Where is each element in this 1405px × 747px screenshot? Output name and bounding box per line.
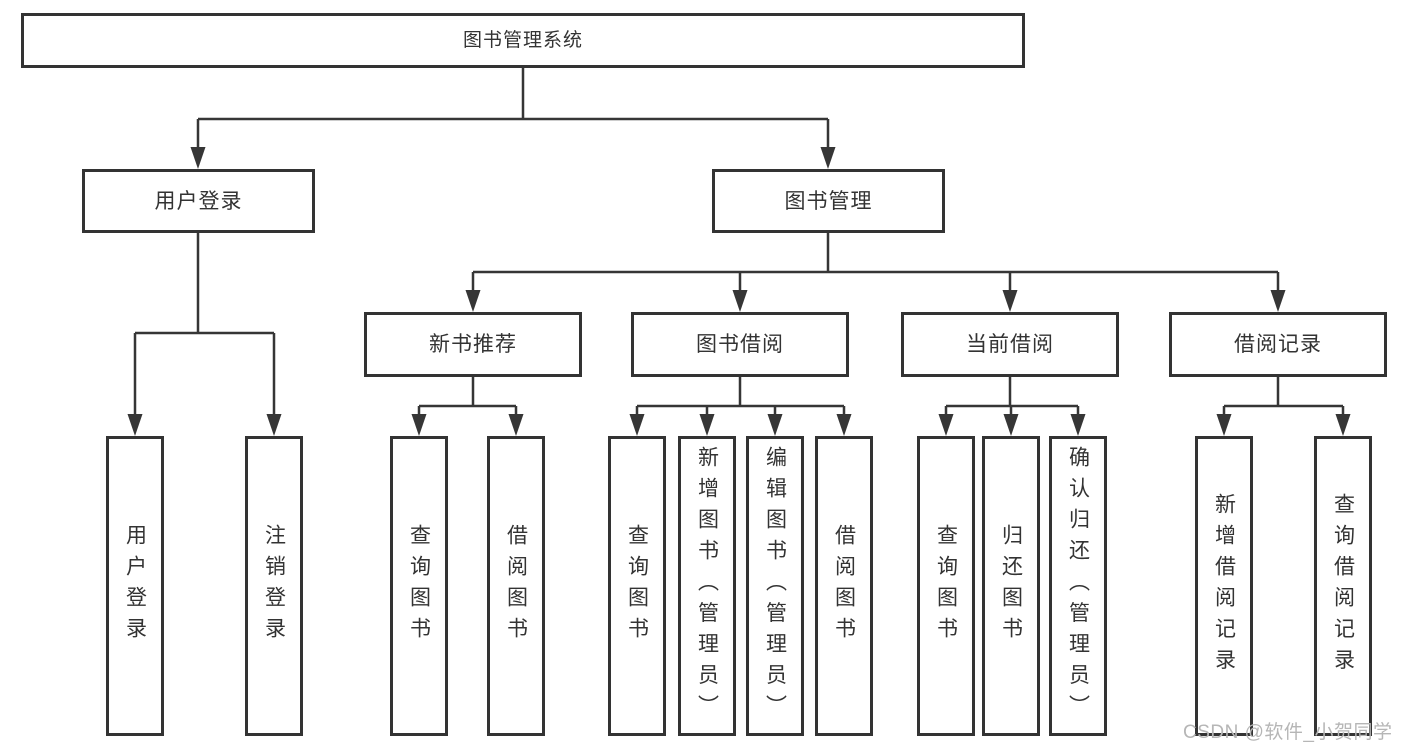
arrowhead-icons	[127, 147, 1351, 436]
leaf-borrow-books-newbook: 借阅图书	[487, 436, 545, 736]
leaf-query-books-borrowing: 查询图书	[608, 436, 666, 736]
node-label: 借阅记录	[1234, 333, 1322, 356]
node-user-login: 用户登录	[82, 169, 315, 233]
leaf-add-book-admin: 新增图书（管理员）	[678, 436, 736, 736]
node-label: 新增借阅记录	[1212, 492, 1236, 680]
node-label: 新书推荐	[429, 333, 517, 356]
leaf-query-books-current: 查询图书	[917, 436, 975, 736]
node-label: 新增图书（管理员）	[695, 446, 719, 726]
node-label: 图书管理系统	[462, 30, 583, 51]
node-label: 借阅图书	[832, 523, 856, 649]
leaf-return-books: 归还图书	[982, 436, 1040, 736]
leaf-query-borrow-record: 查询借阅记录	[1314, 436, 1372, 736]
node-label: 确认归还（管理员）	[1066, 446, 1090, 726]
node-label: 归还图书	[999, 523, 1023, 649]
leaf-confirm-return-admin: 确认归还（管理员）	[1049, 436, 1107, 736]
node-borrowing-records: 借阅记录	[1169, 312, 1387, 377]
node-book-borrowing: 图书借阅	[631, 312, 849, 377]
node-label: 注销登录	[262, 523, 286, 649]
node-label: 查询借阅记录	[1331, 492, 1355, 680]
node-new-book-recommend: 新书推荐	[364, 312, 582, 377]
node-label: 查询图书	[934, 523, 958, 649]
node-label: 查询图书	[407, 523, 431, 649]
node-current-borrowing: 当前借阅	[901, 312, 1119, 377]
node-label: 用户登录	[123, 523, 147, 649]
node-label: 图书管理	[784, 189, 873, 213]
node-book-management: 图书管理	[712, 169, 945, 233]
node-label: 查询图书	[625, 523, 649, 649]
leaf-edit-book-admin: 编辑图书（管理员）	[746, 436, 804, 736]
leaf-logout: 注销登录	[245, 436, 303, 736]
node-label: 借阅图书	[504, 523, 528, 649]
leaf-user-login: 用户登录	[106, 436, 164, 736]
node-label: 图书借阅	[696, 333, 784, 356]
node-label: 编辑图书（管理员）	[763, 446, 787, 726]
node-library-management-system: 图书管理系统	[21, 13, 1025, 68]
leaf-add-borrow-record: 新增借阅记录	[1195, 436, 1253, 736]
node-label: 当前借阅	[966, 333, 1054, 356]
watermark: CSDN @软件_小贺同学	[1183, 722, 1393, 743]
leaf-query-books-newbook: 查询图书	[390, 436, 448, 736]
node-label: 用户登录	[154, 189, 243, 213]
leaf-borrow-books-borrowing: 借阅图书	[815, 436, 873, 736]
